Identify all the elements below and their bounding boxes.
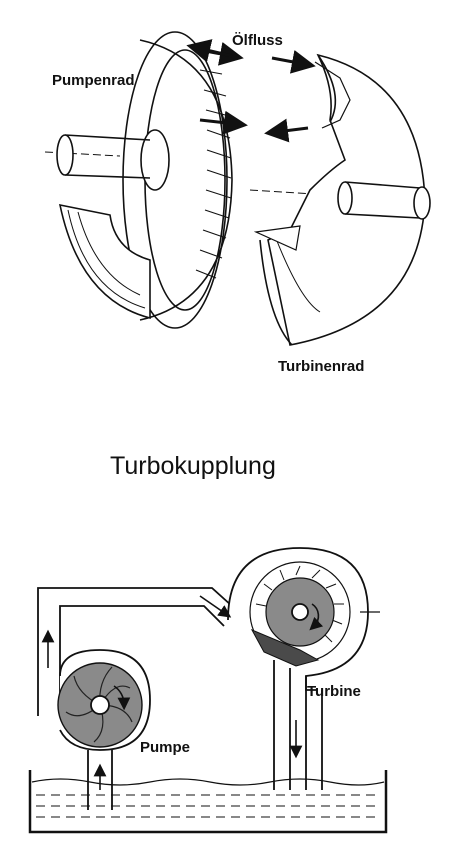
arrow-right-3 [199, 110, 248, 135]
label-oil-flow: Ölfluss [232, 32, 283, 49]
turbine [227, 547, 380, 790]
arrow-left-1 [186, 39, 233, 63]
oil-flow-arrows [186, 39, 316, 143]
label-pump-wheel: Pumpenrad [52, 72, 135, 89]
schematic-diagram [28, 547, 388, 834]
label-pump: Pumpe [140, 739, 190, 756]
pipe-outer [37, 587, 233, 716]
oil-level-lines [36, 794, 380, 818]
diagram-title: Turbokupplung [110, 452, 276, 480]
arrow-left-2 [264, 118, 309, 143]
oil-surface [31, 778, 385, 786]
exploded-view-diagram [44, 31, 431, 346]
label-turbine-wheel: Turbinenrad [278, 358, 364, 375]
oil-tank [28, 770, 388, 834]
pump [57, 649, 151, 810]
pipe-inner [59, 605, 225, 716]
pump-wheel [56, 31, 233, 329]
arrow-right-2 [271, 49, 316, 74]
turbine-wheel [253, 53, 431, 346]
label-turbine: Turbine [307, 683, 361, 700]
flow-arrow-into-turbine [199, 595, 232, 618]
